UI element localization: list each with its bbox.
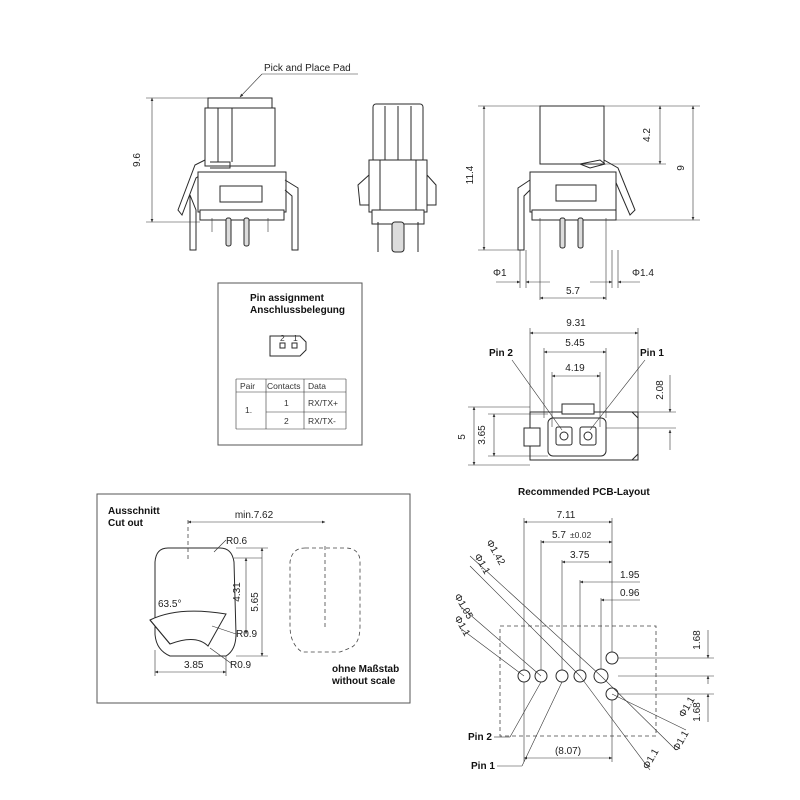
cutout-r0-9-a: R0.9	[236, 629, 258, 640]
pcb-pin1-label: Pin 1	[471, 761, 495, 772]
pcb-layout-title: Recommended PCB-Layout	[518, 487, 650, 498]
pcb-8-07: (8.07)	[555, 746, 581, 757]
pcb-tolerance: ±0.02	[570, 530, 591, 540]
dim-9-31: 9.31	[566, 318, 586, 329]
table-cell-data-1: RX/TX+	[308, 398, 338, 408]
pin-table: Pair Contacts Data 1. 1 RX/TX+ 2 RX/TX-	[235, 378, 347, 430]
table-header-pair: Pair	[240, 381, 255, 391]
cutout-angle-63-5: 63.5°	[158, 599, 181, 610]
cutout-5-65: 5.65	[250, 592, 261, 612]
pin1-label: Pin 1	[640, 348, 664, 359]
pcb-pin2-label: Pin 2	[468, 732, 492, 743]
scale-note-en: without scale	[331, 676, 396, 687]
scale-note-de: ohne Maßstab	[332, 664, 399, 675]
dim-5-7: 5.7	[566, 286, 580, 297]
dim-9: 9	[676, 165, 687, 171]
dim-4-19: 4.19	[565, 363, 585, 374]
table-header-contacts: Contacts	[267, 381, 301, 391]
pin-assignment-title: Pin assignment	[250, 293, 325, 304]
pcb-phi1-1-d: Φ1.1	[671, 729, 692, 754]
pcb-phi1-1-e: Φ1.1	[641, 747, 662, 772]
face-pin1-label: 1	[293, 333, 298, 343]
table-header-data: Data	[308, 381, 326, 391]
dim-4-2: 4.2	[642, 128, 653, 142]
cutout-panel: Ausschnitt Cut out min.7.62 R0.6 4.31 5.…	[96, 493, 411, 704]
pcb-7-11: 7.11	[557, 510, 576, 521]
dim-11-4: 11.4	[465, 165, 476, 184]
pcb-1-68-b: 1.68	[692, 702, 703, 722]
pcb-3-75: 3.75	[570, 550, 590, 561]
cutout-min-7-62: min.7.62	[235, 510, 274, 521]
pcb-1-68-a: 1.68	[692, 630, 703, 650]
side-view-right: 11.4 4.2 9 Φ1 Φ1.4 5.7	[465, 105, 700, 300]
pick-place-label: Pick and Place Pad	[264, 63, 351, 74]
side-view-left: Pick and Place Pad 9.6	[132, 63, 358, 251]
front-face-view: Pin 2 Pin 1 9.31 5.45 4.19 2.08 5 3.6	[457, 318, 676, 466]
pcb-1-95: 1.95	[620, 570, 640, 581]
pin2-label: Pin 2	[489, 348, 513, 359]
pcb-layout: Recommended PCB-Layout 7.11 5.7 ±0.02 3.…	[451, 487, 714, 772]
pin-assignment-title-de: Anschlussbelegung	[250, 305, 345, 316]
face-pin2-label: 2	[280, 333, 285, 343]
table-cell-pair: 1.	[245, 405, 252, 415]
dim-9-6: 9.6	[132, 153, 143, 167]
cutout-r0-9-b: R0.9	[230, 660, 252, 671]
pcb-5-7: 5.7	[552, 530, 566, 541]
dim-2-08: 2.08	[655, 380, 666, 400]
pin-assignment-panel: Pin assignment Anschlussbelegung 2 1 Pai…	[217, 282, 363, 446]
table-cell-contact-2: 2	[284, 416, 289, 426]
cutout-3-85: 3.85	[184, 660, 204, 671]
dim-3-65: 3.65	[477, 425, 488, 445]
dim-phi1-4: Φ1.4	[632, 268, 654, 279]
dim-phi1: Φ1	[493, 268, 507, 279]
dim-5-45: 5.45	[565, 338, 585, 349]
table-cell-data-2: RX/TX-	[308, 416, 336, 426]
dim-5: 5	[457, 434, 468, 440]
cutout-title-en: Cut out	[108, 518, 144, 529]
cutout-title-de: Ausschnitt	[108, 506, 160, 517]
front-view	[357, 103, 437, 253]
cutout-4-31: 4.31	[232, 582, 243, 602]
cutout-r0-6: R0.6	[226, 536, 248, 547]
table-cell-contact-1: 1	[284, 398, 289, 408]
pcb-0-96: 0.96	[620, 588, 640, 599]
